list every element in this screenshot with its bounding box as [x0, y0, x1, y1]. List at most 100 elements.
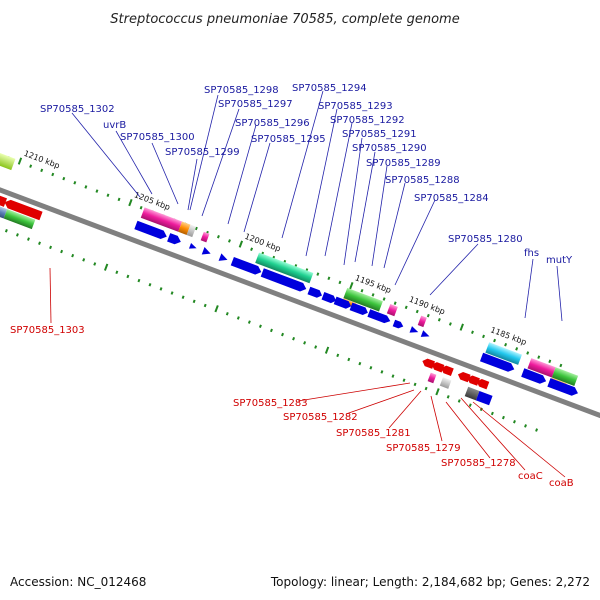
ruler-tick — [347, 357, 351, 362]
ruler-tick — [62, 176, 66, 181]
gene-arrow-forward — [167, 233, 181, 245]
ruler-tick — [73, 181, 77, 185]
ruler-tick — [106, 193, 110, 197]
gene-arrow-forward — [367, 309, 391, 324]
ruler-tick — [382, 297, 386, 301]
ruler-tick — [448, 322, 452, 326]
ruler-tick — [393, 301, 397, 305]
gene-label-sp70585-1303: SP70585_1303 — [10, 325, 85, 336]
ruler-label: 1200 kbp — [243, 232, 281, 254]
gene-arrow-forward — [333, 296, 352, 309]
ruler-tick — [236, 316, 240, 320]
genome-track: 1210 kbp 1205 kbp 1200 kbp 1195 kbp 1190… — [0, 124, 600, 481]
ruler-tick — [228, 239, 231, 243]
ruler-tick — [524, 424, 527, 428]
gene-arrow-forward — [420, 330, 430, 337]
topology-text: Topology: linear; Length: 2,184,682 bp; … — [270, 575, 590, 589]
ruler-tick — [126, 274, 130, 279]
gene-label-sp70585-1280: SP70585_1280 — [448, 234, 523, 245]
ruler-tick — [117, 197, 121, 202]
ruler-tick — [482, 334, 485, 339]
ruler-tick — [327, 276, 331, 281]
ruler-tick — [270, 328, 273, 333]
ruler-tick — [29, 164, 33, 168]
ruler-tick — [159, 287, 163, 291]
ruler-major-tick — [17, 157, 23, 165]
gene-teal-feature — [255, 252, 314, 284]
ruler-tick — [84, 185, 88, 189]
ruler-tick — [515, 347, 519, 351]
ruler-tick — [139, 205, 143, 210]
ruler-tick — [535, 428, 539, 432]
gene-pink-small3 — [417, 315, 427, 328]
ruler-tick — [60, 249, 64, 254]
ruler-tick — [336, 353, 340, 358]
gene-label-muty: mutY — [546, 255, 573, 266]
gene-arrow-reverse — [467, 375, 480, 386]
gene-label-sp70585-1292: SP70585_1292 — [330, 115, 405, 126]
ruler-tick — [559, 363, 563, 368]
gene-label-sp70585-1297: SP70585_1297 — [218, 99, 293, 110]
ruler-tick — [4, 229, 8, 233]
gene-arrow-reverse — [4, 199, 43, 221]
ruler-tick — [360, 288, 364, 293]
ruler-major-tick — [214, 305, 219, 313]
gene-green-feature — [343, 287, 383, 312]
gene-label-sp70585-1290: SP70585_1290 — [352, 143, 427, 154]
ruler-tick — [93, 262, 97, 266]
gene-green-feature2 — [551, 367, 579, 387]
gene-label-sp70585-1279: SP70585_1279 — [386, 443, 461, 454]
gene-label-sp70585-1299: SP70585_1299 — [165, 147, 240, 158]
gene-label-coab: coaB — [549, 478, 574, 489]
ruler-tick — [216, 235, 220, 239]
accession-text: Accession: NC_012468 — [10, 575, 146, 589]
backbone — [0, 124, 600, 481]
gene-pink-small2 — [386, 304, 398, 317]
gene-label-sp70585-1289: SP70585_1289 — [366, 158, 441, 169]
gene-arrow-reverse — [457, 371, 471, 383]
ruler-tick — [437, 318, 441, 322]
ruler-tick — [292, 336, 296, 341]
gene-label-sp70585-1288: SP70585_1288 — [385, 175, 460, 186]
gene-label-sp70585-1296: SP70585_1296 — [235, 118, 310, 129]
ruler-major-tick — [324, 346, 330, 354]
ruler-tick — [513, 419, 516, 424]
ruler-label: 1190 kbp — [408, 295, 446, 317]
ruler-label: 1210 kbp — [22, 149, 60, 171]
ruler-tick — [391, 374, 395, 378]
ruler-tick — [537, 355, 541, 359]
gene-arrow-forward — [218, 253, 228, 261]
ruler-tick — [446, 395, 450, 399]
ruler-tick — [402, 378, 406, 382]
ruler-tick — [316, 272, 320, 276]
gene-label-fhs: fhs — [524, 248, 539, 259]
ruler-tick — [369, 366, 373, 370]
ruler-tick — [51, 172, 55, 177]
gene-arrow-forward — [349, 302, 368, 316]
ruler-major-tick — [459, 323, 464, 331]
ruler-tick — [426, 313, 430, 318]
gene-arrow-reverse — [431, 362, 445, 373]
ruler-tick — [493, 338, 497, 343]
ruler-tick — [501, 415, 505, 420]
ruler-tick — [526, 351, 530, 355]
ruler-tick — [247, 320, 251, 324]
ruler-tick — [15, 233, 19, 237]
gene-arrow-forward — [188, 243, 197, 249]
gene-label-sp70585-1298: SP70585_1298 — [204, 85, 279, 96]
gene-arrow-forward — [201, 247, 211, 255]
gene-arrow-forward — [392, 319, 404, 329]
ruler-tick — [82, 258, 86, 262]
gene-arrow-forward — [479, 352, 515, 372]
gene-lime — [0, 150, 16, 171]
ruler-tick — [95, 189, 99, 193]
ruler-label: 1195 kbp — [354, 273, 392, 295]
ruler-tick — [338, 280, 342, 285]
gene-gray-reverse — [439, 377, 452, 389]
gene-small-pink — [200, 231, 210, 243]
gene-label-sp70585-1283: SP70585_1283 — [233, 398, 308, 409]
gene-label-sp70585-1300: SP70585_1300 — [120, 132, 195, 143]
ruler-tick — [413, 382, 417, 387]
ruler-tick — [424, 386, 428, 391]
